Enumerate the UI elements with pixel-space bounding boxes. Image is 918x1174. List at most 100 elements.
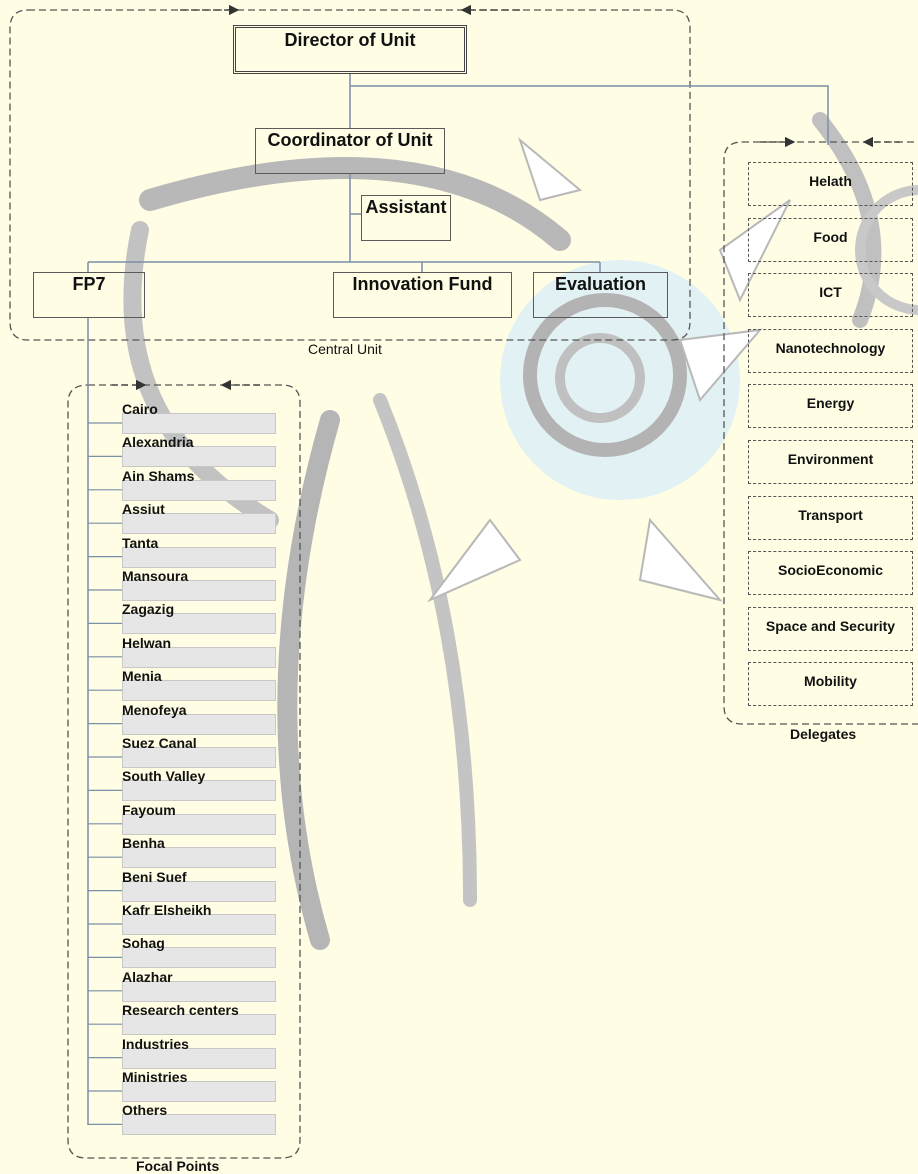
focal-point-bar [122, 513, 276, 535]
focal-point-bar [122, 580, 276, 601]
focal-point-label: Others [122, 1102, 168, 1119]
watermark-spiral-inner [555, 333, 645, 423]
focal-point-item: Menofeya [122, 701, 278, 735]
focal-point-item: Mansoura [122, 568, 278, 601]
central-unit-group-border [9, 9, 691, 341]
fp7-label: FP7 [72, 274, 106, 294]
focal-point-bar [122, 813, 276, 835]
focal-point-label: Fayoum [122, 801, 176, 818]
focal-point-item: Assiut [122, 501, 278, 535]
focal-point-bar [122, 646, 276, 668]
focal-point-bar [122, 914, 276, 935]
focal-connector-ticks [88, 422, 122, 1126]
evaluation-label: Evaluation [554, 274, 647, 294]
watermark-sun-rays [426, 136, 791, 603]
director-label: Director of Unit [284, 30, 416, 50]
focal-point-label: Benha [122, 835, 165, 852]
delegate-item: Helath [748, 162, 913, 206]
focal-point-item: Helwan [122, 634, 278, 668]
focal-point-bar [122, 780, 276, 802]
focal-points-group-border [67, 384, 301, 1159]
focal-point-bar [122, 1114, 276, 1136]
watermark-spiral-outer [523, 293, 687, 457]
delegate-label: Food [813, 228, 848, 245]
focal-point-item: Kafr Elsheikh [122, 902, 278, 935]
delegate-label: Space and Security [765, 617, 896, 634]
assistant-label: Assistant [365, 197, 447, 217]
focal-point-item: Research centers [122, 1002, 278, 1036]
focal-point-item: Fayoum [122, 801, 278, 835]
focal-point-item: Menia [122, 668, 278, 702]
focal-point-bar [122, 713, 276, 735]
focal-point-bar [122, 613, 276, 635]
focal-point-bar [122, 747, 276, 768]
focal-point-item: Tanta [122, 534, 278, 568]
delegate-item: Nanotechnology [748, 328, 913, 373]
focal-point-item: Suez Canal [122, 735, 278, 768]
delegate-label: Energy [806, 395, 855, 412]
focal-point-label: Alazhar [122, 968, 173, 985]
focal-point-item: Ministries [122, 1069, 278, 1102]
delegate-item: Environment [748, 440, 913, 484]
focal-point-label: Beni Suef [122, 868, 187, 885]
delegate-label: ICT [819, 284, 842, 301]
focal-point-label: South Valley [122, 768, 206, 785]
focal-point-item: Sohag [122, 935, 278, 969]
delegate-label: SocioEconomic [777, 562, 884, 579]
focal-point-bar [122, 947, 276, 969]
focal-point-label: Alexandria [122, 434, 194, 451]
focal-point-label: Ministries [122, 1069, 188, 1085]
focal-point-label: Tanta [122, 534, 159, 551]
focal-point-label: Ain Shams [122, 467, 195, 484]
innovation-fund-box: Innovation Fund [333, 272, 512, 318]
focal-point-item: Ain Shams [122, 467, 278, 501]
focal-point-label: Industries [122, 1035, 189, 1052]
focal-point-label: Research centers [122, 1002, 239, 1019]
delegate-item: Space and Security [748, 606, 913, 651]
watermark-swirl-top [139, 157, 571, 251]
focal-point-bar [122, 847, 276, 869]
delegate-label: Transport [798, 506, 863, 523]
central-unit-label: Central Unit [308, 341, 382, 357]
focal-point-bar [122, 980, 276, 1002]
director-box: Director of Unit [233, 25, 467, 74]
focal-point-item: Others [122, 1102, 278, 1136]
focal-point-item: Zagazig [122, 601, 278, 635]
focal-point-item: Cairo [122, 401, 278, 434]
delegates-group-border [723, 141, 918, 725]
focal-point-bar [122, 1047, 276, 1069]
focal-point-label: Menia [122, 668, 162, 685]
focal-point-label: Helwan [122, 634, 172, 651]
coordinator-box: Coordinator of Unit [255, 128, 445, 174]
focal-point-item: Beni Suef [122, 868, 278, 902]
fp7-box: FP7 [33, 272, 145, 318]
delegate-label: Nanotechnology [775, 339, 886, 356]
watermark-swirl-right [373, 393, 477, 907]
focal-point-item: Alazhar [122, 968, 278, 1002]
focal-point-label: Suez Canal [122, 735, 197, 751]
focal-point-label: Mansoura [122, 568, 189, 584]
delegates-label: Delegates [790, 726, 857, 742]
focal-point-bar [122, 546, 276, 568]
focal-points-label: Focal Points [136, 1158, 220, 1174]
focal-point-item: Industries [122, 1035, 278, 1069]
focal-point-label: Sohag [122, 935, 165, 952]
focal-point-label: Cairo [122, 401, 158, 417]
delegate-item: Transport [748, 495, 913, 540]
delegate-item: Energy [748, 384, 913, 429]
evaluation-box: Evaluation [533, 272, 668, 318]
focal-point-bar [122, 446, 276, 468]
innovation-fund-label: Innovation Fund [352, 274, 493, 294]
focal-point-label: Menofeya [122, 701, 187, 718]
delegate-label: Mobility [804, 673, 857, 690]
focal-point-bar [122, 1014, 276, 1036]
focal-point-bar [122, 880, 276, 902]
focal-point-bar [122, 479, 276, 501]
focal-point-item: Alexandria [122, 434, 278, 468]
delegate-item: ICT [748, 273, 913, 318]
watermark-corner-arc [855, 185, 918, 315]
focal-point-item: South Valley [122, 768, 278, 802]
focal-point-bar [122, 413, 276, 434]
assistant-box: Assistant [361, 195, 451, 241]
